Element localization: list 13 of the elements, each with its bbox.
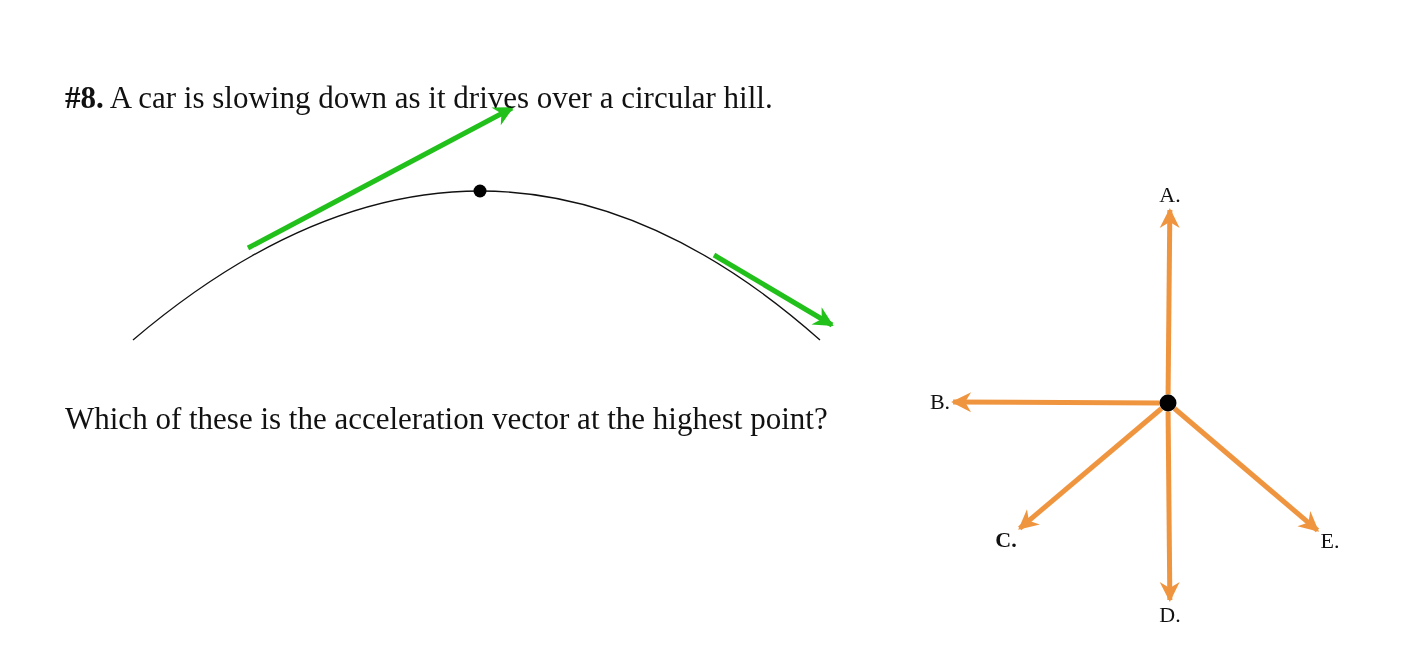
- vector-arrow: [1159, 208, 1180, 395]
- question-text: Which of these is the acceleration vector at the highest point?: [65, 400, 829, 438]
- option-label: A.: [1159, 182, 1181, 208]
- option-label: C.: [995, 527, 1017, 553]
- origin-dot: [1159, 394, 1177, 412]
- problem-title: #8. A car is slowing down as it drives over a circular hill.: [65, 80, 773, 116]
- vector-arrow: [951, 392, 1160, 413]
- option-label: D.: [1159, 602, 1181, 628]
- vector-arrow: [1159, 411, 1180, 602]
- option-label: B.: [929, 389, 951, 415]
- vector-arrow: [1172, 406, 1320, 533]
- vector-arrow: [1018, 406, 1164, 531]
- option-label: E.: [1320, 528, 1340, 554]
